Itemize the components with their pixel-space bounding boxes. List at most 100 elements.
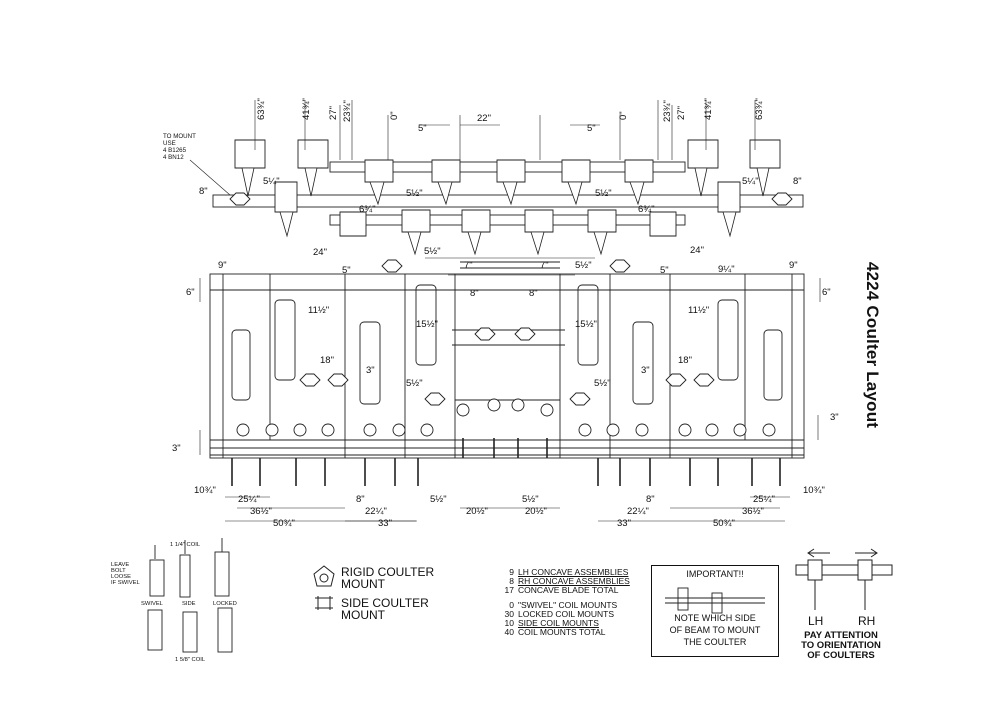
- dim-5-1-2-rear-left: 5½": [406, 378, 423, 389]
- dim-3-right: 3": [830, 412, 839, 423]
- orientation-note-line-2: TO ORIENTATION: [801, 640, 881, 651]
- legend-side-line-1: SIDE COULTER: [341, 596, 429, 610]
- dim-9-left: 9": [218, 260, 227, 271]
- dim-5-1-2-bottom-left: 5½": [430, 494, 447, 505]
- coil-top-label: 1 1/4" COIL: [170, 542, 201, 548]
- dim-50-3-4-left: 50¾": [273, 518, 295, 529]
- dim-11-1-2-left: 11½": [308, 305, 329, 316]
- side-mount-icon: [315, 596, 333, 610]
- dim-7-left: 7": [464, 260, 473, 271]
- dim-8-hitch-right: 8": [529, 288, 538, 299]
- important-note-line-1: NOTE WHICH SIDE: [674, 613, 756, 623]
- dim-24-left: 24": [313, 247, 327, 258]
- legend-icons: [313, 565, 335, 610]
- rh-label: RH: [858, 614, 876, 628]
- dim-5-left: 5": [418, 123, 427, 134]
- coil-type-locked: LOCKED: [213, 601, 237, 607]
- dim-8-right: 8": [793, 176, 802, 187]
- dim-5-1-2-bottom-right: 5½": [522, 494, 539, 505]
- dim-20-1-2-left: 20½": [466, 506, 488, 517]
- count-row: 0"SWIVEL" COIL MOUNTS: [509, 600, 618, 610]
- coil-leave-note-2: BOLT: [111, 568, 126, 574]
- dim-27-left: 27": [328, 106, 339, 120]
- dim-5-1-2-low-right: 5½": [575, 260, 592, 271]
- legend-rigid-line-2: MOUNT: [341, 577, 385, 591]
- dim-33-right: 33": [617, 518, 631, 529]
- coil-type-swivel: SWIVEL: [141, 601, 164, 607]
- dim-5-1-2-upper-right: 5½": [595, 188, 612, 199]
- dim-9-1-4: 9¼": [718, 264, 735, 275]
- coil-leave-note-4: IF SWIVEL: [111, 580, 140, 586]
- dim-3-mid-right: 3": [641, 365, 650, 376]
- dim-22-1-4-left: 22¼": [365, 506, 387, 517]
- dim-33-left: 33": [378, 518, 392, 529]
- dim-50-3-4-right: 50¾": [713, 518, 735, 529]
- dim-6-3-4-right: 6¾": [638, 204, 655, 215]
- dim-10-3-4-left: 10¾": [194, 485, 216, 496]
- dim-7-right: 7": [540, 260, 549, 271]
- dim-41-3-4-right: 41¾": [703, 98, 714, 120]
- dim-0-right: 0": [618, 111, 629, 120]
- dim-15-1-2-left: 15½": [416, 319, 438, 330]
- dim-23-3-4-right: 23¾": [662, 100, 673, 122]
- orientation-note-line-1: PAY ATTENTION: [804, 630, 878, 641]
- dim-5-1-2-upper-left: 5½": [406, 188, 423, 199]
- mount-note-line-1: TO MOUNT: [163, 133, 196, 140]
- dim-8-rear-left: 8": [356, 494, 365, 505]
- dim-63-3-4-left: 63¾": [256, 98, 267, 120]
- dim-5-1-2-rear-right: 5½": [594, 378, 611, 389]
- coil-leave-note-3: LOOSE: [111, 574, 131, 580]
- dim-36-1-2-right: 36½": [742, 506, 764, 517]
- dim-24-right: 24": [690, 245, 704, 256]
- left-arrow-icon: [807, 548, 830, 558]
- lh-label: LH: [808, 614, 824, 628]
- legend-rigid-line-1: RIGID COULTER: [341, 565, 435, 579]
- dim-5-1-4-right: 5¼": [742, 176, 759, 187]
- orientation-note: PAY ATTENTION TO ORIENTATION OF COULTERS: [789, 631, 893, 661]
- mount-note-line-2: USE: [163, 140, 176, 147]
- legend-side-line-2: MOUNT: [341, 608, 385, 622]
- dim-18-right: 18": [678, 355, 692, 366]
- legend-side-label: SIDE COULTER MOUNT: [341, 597, 429, 621]
- dim-18-left: 18": [320, 355, 334, 366]
- coil-bottom-label: 1 5/8" COIL: [175, 657, 206, 663]
- coil-mount-illustrations: [147, 538, 233, 653]
- dim-8-rear-right: 8": [646, 494, 655, 505]
- dim-9-right: 9": [789, 260, 798, 271]
- important-title: IMPORTANT!!: [686, 569, 744, 579]
- dim-8-hitch-left: 8": [470, 288, 479, 299]
- dim-5-hitch-left: 5": [342, 265, 351, 276]
- coil-leave-note-1: LEAVE: [111, 562, 129, 568]
- dim-25-1-4-right: 25¼": [753, 494, 775, 505]
- dim-6-right: 6": [822, 287, 831, 298]
- legend-rigid-label: RIGID COULTER MOUNT: [341, 566, 434, 590]
- dim-5-right: 5": [587, 123, 596, 134]
- dim-5-hitch-right: 5": [660, 265, 669, 276]
- dim-25-1-4-left: 25¼": [238, 494, 260, 505]
- dim-6-left: 6": [186, 287, 195, 298]
- dim-11-1-2-right: 11½": [688, 305, 709, 316]
- dim-63-3-4-right: 63¾": [754, 98, 765, 120]
- dim-3-left: 3": [172, 443, 181, 454]
- dim-8-left: 8": [199, 186, 208, 197]
- important-note-line-3: THE COULTER: [683, 637, 747, 647]
- dim-36-1-2-left: 36½": [250, 506, 272, 517]
- dim-22-center: 22": [477, 113, 491, 124]
- dim-5-1-4-left: 5¼": [263, 176, 280, 187]
- mount-note-line-3: 4 B1265: [163, 147, 187, 154]
- dim-41-3-4-left: 41¾": [301, 98, 312, 120]
- important-note: NOTE WHICH SIDE OF BEAM TO MOUNT THE COU…: [652, 612, 778, 648]
- dim-20-1-2-right: 20½": [525, 506, 547, 517]
- orientation-note-line-3: OF COULTERS: [807, 650, 875, 661]
- coil-type-side: SIDE: [182, 601, 196, 607]
- dim-6-3-4-left: 6¾": [359, 204, 376, 215]
- right-arrow-icon: [855, 548, 878, 558]
